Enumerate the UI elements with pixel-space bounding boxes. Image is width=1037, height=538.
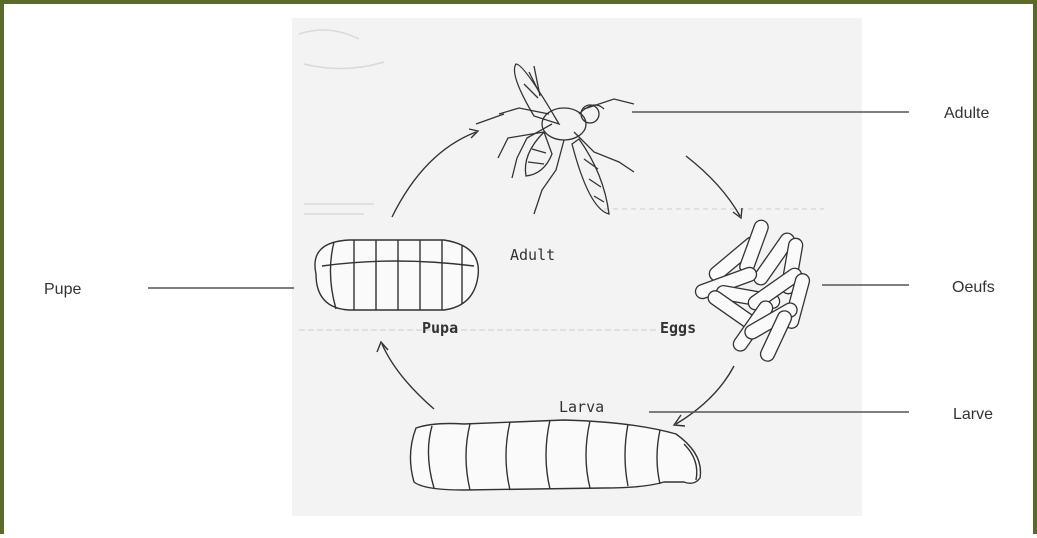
arrow-larva-to-pupa xyxy=(382,344,434,409)
translation-label-adulte: Adulte xyxy=(944,105,989,122)
larva-drawing xyxy=(410,420,700,490)
adult-fly-drawing xyxy=(476,64,634,214)
translation-label-pupe: Pupe xyxy=(44,281,81,298)
stage-label-eggs: Eggs xyxy=(660,319,696,337)
stage-label-pupa: Pupa xyxy=(422,319,458,337)
eggs-drawing xyxy=(694,218,811,363)
stage-label-adult: Adult xyxy=(510,246,555,264)
translation-label-larve: Larve xyxy=(953,406,993,423)
translation-label-oeufs: Oeufs xyxy=(952,279,995,296)
arrow-pupa-to-adult xyxy=(392,132,476,217)
life-cycle-diagram: Adult Eggs Larva Pupa Adulte Oeufs Larve… xyxy=(4,4,1037,538)
arrow-eggs-to-larva xyxy=(676,366,734,424)
arrow-adult-to-eggs xyxy=(686,156,740,216)
pupa-drawing xyxy=(315,240,478,310)
stage-label-larva: Larva xyxy=(559,398,604,416)
